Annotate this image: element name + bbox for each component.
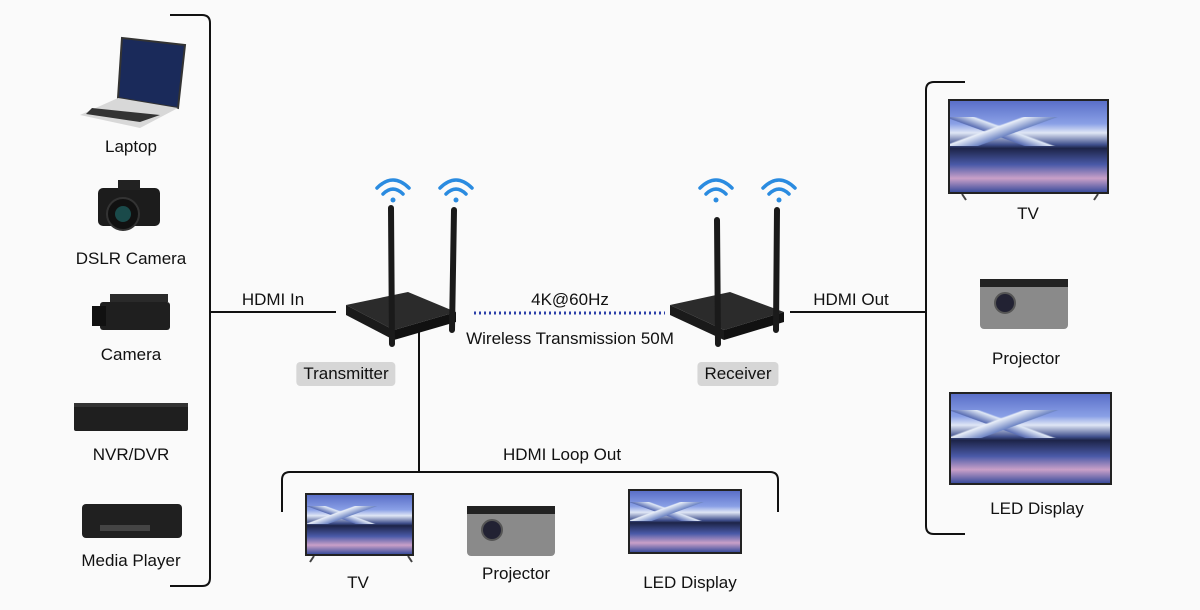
receiver-device-icon: [670, 207, 784, 347]
wifi-icon: [438, 178, 474, 203]
source-label: Camera: [100, 345, 162, 364]
projector-icon: [467, 506, 555, 556]
wifi-icon: [698, 178, 734, 203]
wifi-icon: [375, 178, 411, 203]
loop-out-label: HDMI Loop Out: [502, 445, 622, 464]
source-label: Media Player: [81, 551, 181, 570]
laptop-icon: [80, 36, 187, 128]
loop-out-bracket: [281, 471, 779, 512]
led-display-icon: [628, 489, 742, 554]
output-label: LED Display: [990, 499, 1084, 518]
loop-output-label: TV: [347, 573, 369, 592]
tv-icon: [948, 99, 1109, 194]
source-label: NVR/DVR: [92, 445, 170, 464]
link-speed-label: 4K@60Hz: [531, 290, 609, 309]
hdmi-in-label: HDMI In: [241, 290, 305, 309]
projector-icon: [980, 279, 1068, 329]
source-label: Laptop: [105, 137, 157, 156]
tv-icon: [305, 493, 414, 556]
receiver-label: Receiver: [697, 362, 779, 386]
camcorder-icon: [92, 294, 170, 330]
media-player-icon: [82, 504, 182, 538]
loop-output-label: LED Display: [643, 573, 737, 592]
dslr-camera-icon: [98, 180, 160, 231]
tv-stand: [309, 193, 1099, 563]
source-bracket: [170, 14, 211, 587]
hdmi-out-label: HDMI Out: [813, 290, 889, 309]
loop-output-label: Projector: [481, 564, 551, 583]
nvr-dvr-icon: [74, 403, 188, 431]
source-label: DSLR Camera: [75, 249, 187, 268]
output-bracket: [925, 81, 965, 535]
transmitter-label: Transmitter: [296, 362, 396, 386]
link-distance-label: Wireless Transmission 50M: [466, 329, 674, 348]
output-label: Projector: [991, 349, 1061, 368]
wifi-icon: [761, 178, 797, 203]
output-label: TV: [1017, 204, 1039, 223]
led-display-icon: [949, 392, 1112, 485]
transmitter-device-icon: [346, 205, 457, 347]
